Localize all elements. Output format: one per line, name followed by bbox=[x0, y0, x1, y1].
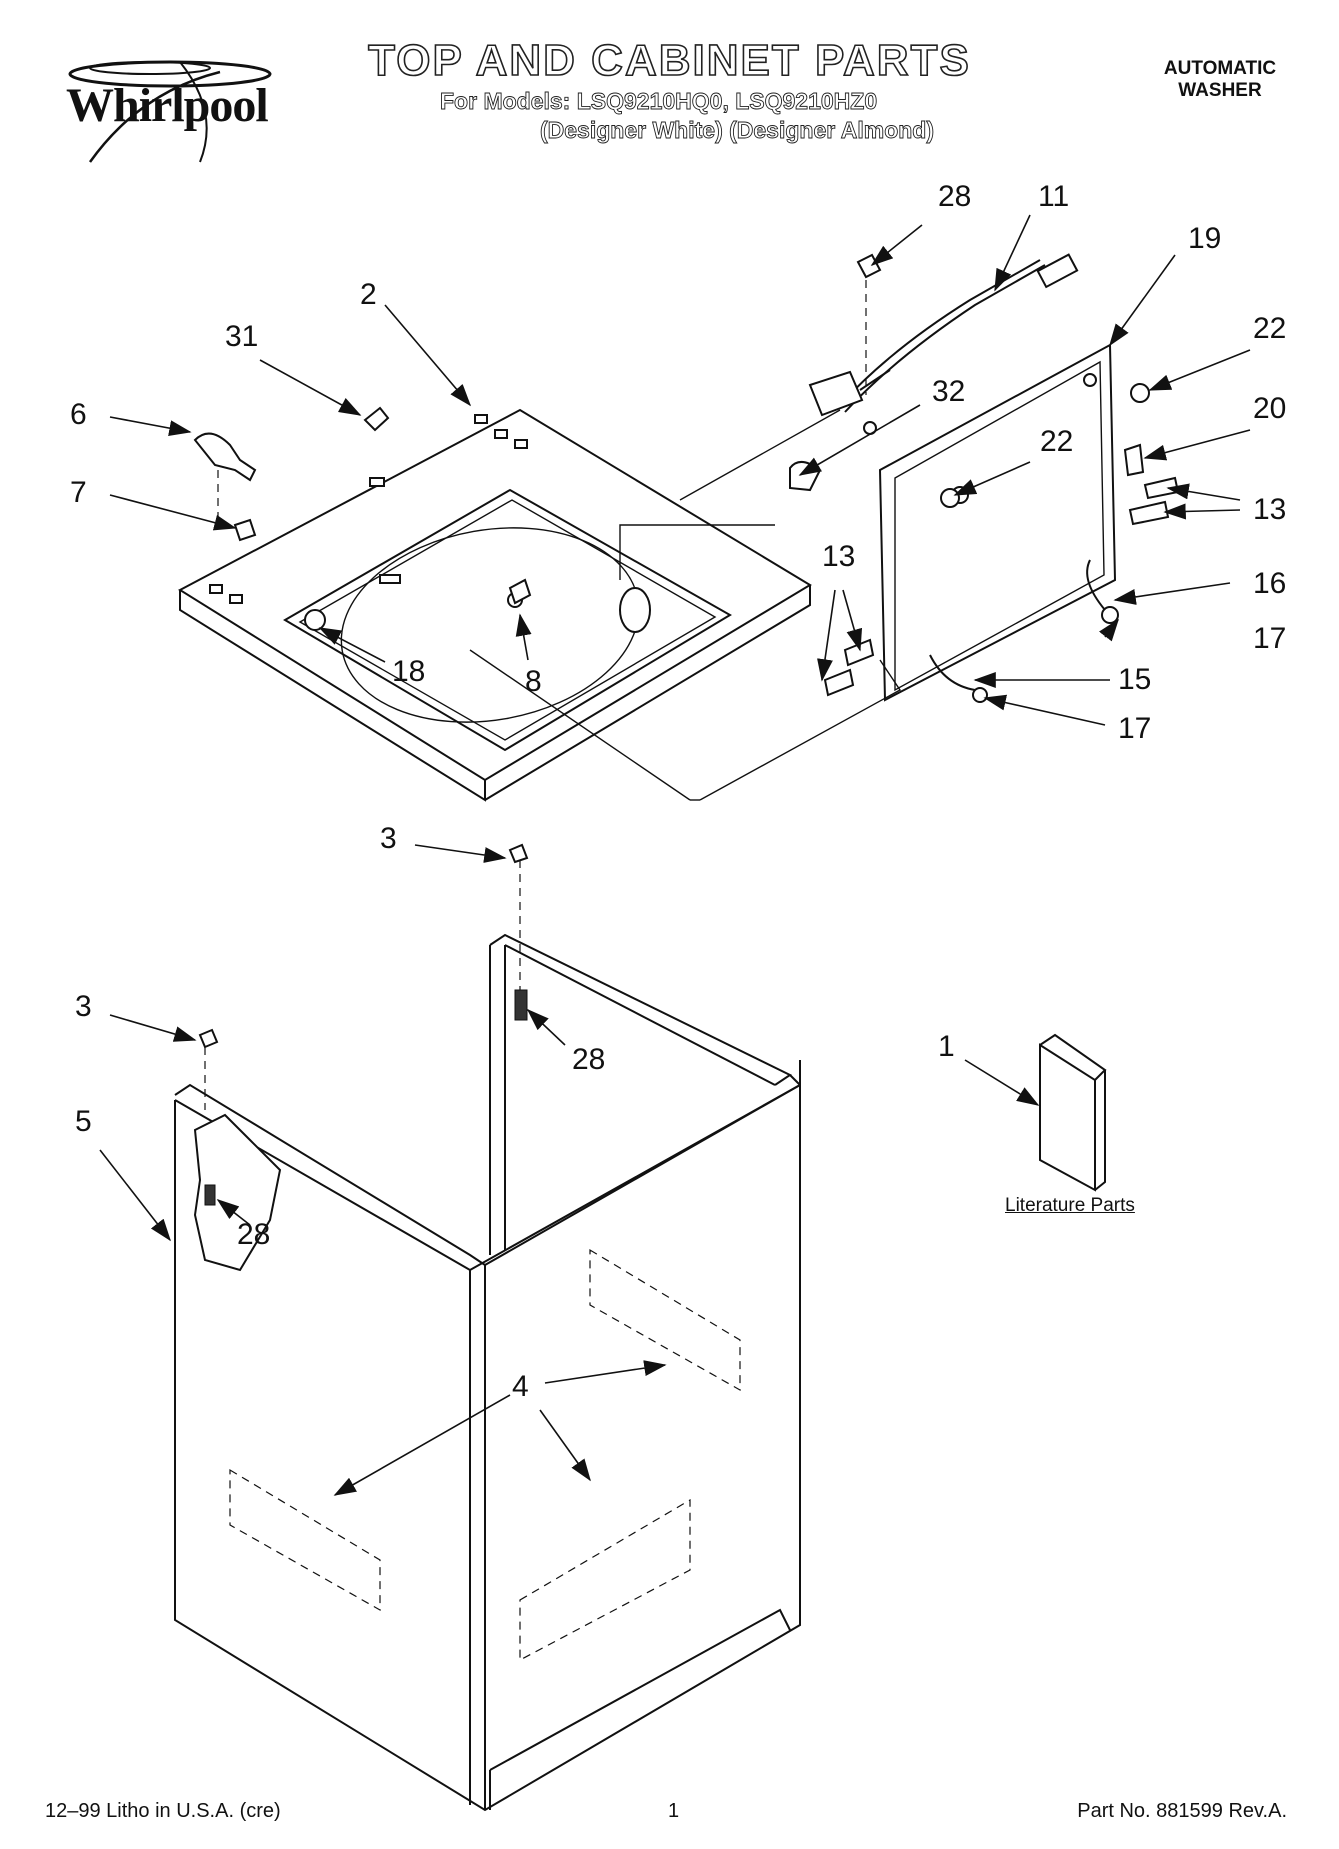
callout-28-cutaway: 28 bbox=[237, 1218, 271, 1251]
callout-13-right: 13 bbox=[1253, 493, 1287, 526]
literature-parts-label: Literature Parts bbox=[1005, 1195, 1135, 1216]
console-plane bbox=[469, 409, 902, 801]
small-parts bbox=[193, 253, 1180, 1110]
callout-22-left: 22 bbox=[1040, 425, 1074, 458]
callout-11: 11 bbox=[1038, 180, 1070, 213]
product-type-line1: AUTOMATIC bbox=[1163, 58, 1277, 79]
page-title: TOP AND CABINET PARTS bbox=[367, 35, 971, 86]
callout-4: 4 bbox=[512, 1370, 529, 1403]
literature-booklet bbox=[1039, 1033, 1107, 1192]
callout-17-lower: 17 bbox=[1118, 712, 1152, 745]
footer-page-number: 1 bbox=[668, 1800, 680, 1822]
callout-2: 2 bbox=[360, 278, 377, 311]
callout-28-top: 28 bbox=[938, 180, 972, 213]
callout-8: 8 bbox=[525, 665, 542, 698]
washer-top-panel bbox=[177, 408, 812, 802]
callout-20: 20 bbox=[1253, 392, 1287, 425]
callout-17-upper: 17 bbox=[1253, 622, 1287, 655]
callout-7: 7 bbox=[70, 476, 87, 509]
colors-line: (Designer White) (Designer Almond) bbox=[540, 117, 935, 144]
models-line: For Models: LSQ9210HQ0, LSQ9210HZ0 bbox=[440, 88, 878, 115]
back-panel-frame bbox=[878, 343, 1117, 702]
callout-22-right: 22 bbox=[1253, 312, 1287, 345]
wiring-harness bbox=[808, 253, 1079, 435]
callout-15: 15 bbox=[1118, 663, 1152, 696]
callout-32: 32 bbox=[932, 375, 966, 408]
leader-arrows bbox=[99, 214, 1251, 1496]
callout-13-left: 13 bbox=[822, 540, 856, 573]
brand-name: Whirlpool bbox=[66, 79, 269, 132]
callout-19: 19 bbox=[1188, 222, 1222, 255]
washer-cabinet bbox=[174, 933, 801, 1812]
callout-3-upper: 3 bbox=[380, 822, 397, 855]
callout-31: 31 bbox=[225, 320, 259, 353]
product-type-line2: WASHER bbox=[1178, 80, 1262, 101]
product-type: AUTOMATIC WASHER bbox=[1130, 58, 1310, 102]
callout-16: 16 bbox=[1253, 567, 1287, 600]
callout-28-middle: 28 bbox=[572, 1043, 606, 1076]
whirlpool-swirl-icon bbox=[68, 60, 272, 163]
callout-5: 5 bbox=[75, 1105, 92, 1138]
callout-18: 18 bbox=[392, 655, 426, 688]
footer-part-number: Part No. 881599 Rev.A. bbox=[1077, 1800, 1287, 1822]
callout-6: 6 bbox=[70, 398, 87, 431]
whirlpool-logo: Whirlpool bbox=[50, 52, 290, 172]
callout-1: 1 bbox=[938, 1030, 955, 1063]
callout-3-lower: 3 bbox=[75, 990, 92, 1023]
footer-print-info: 12–99 Litho in U.S.A. (cre) bbox=[45, 1800, 281, 1822]
